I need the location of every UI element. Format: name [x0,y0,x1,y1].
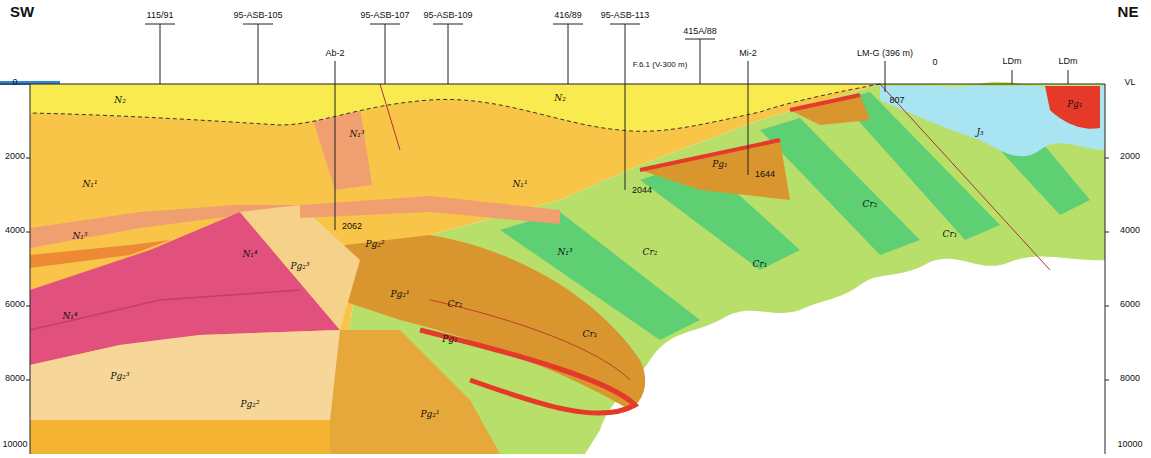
formation-label: N₁⁴ [242,250,257,260]
label: LDm [1058,57,1077,67]
formation-label: Pg₁ [1067,100,1082,110]
label: 4000 [5,226,25,236]
label: 4000 [1120,226,1140,236]
label: SW [10,4,34,21]
label: NE [1118,4,1139,21]
formation-label: Cr₁ [753,260,768,270]
formation-label: N₂ [114,96,125,106]
label: 95-ASB-105 [233,11,282,21]
label: 416/89 [554,11,582,21]
label: LDm [1002,57,1021,67]
label: 95-ASB-107 [360,11,409,21]
formation-label: Pg₂¹ [420,410,439,420]
formation-label: N₁¹ [512,180,527,190]
label: 10000 [2,440,27,450]
label: 2000 [5,152,25,162]
label: 115/91 [147,11,174,21]
formation-label: Cr₁ [943,230,958,240]
label: 807 [889,96,904,106]
label: 10000 [1117,440,1142,450]
label: F.6.1 (V-300 m) [633,61,688,70]
label: 2000 [1120,152,1140,162]
formation-label: Pg₂³ [110,372,129,382]
label: 95-ASB-113 [601,11,649,21]
formation-label: Cr₁ [583,330,598,340]
label: LM-G (396 m) [857,49,913,59]
formation-label: J₃ [976,128,983,138]
label: 1644 [755,170,775,180]
formation-label: Cr₂ [643,248,658,258]
label: 95-ASB-109 [423,11,472,21]
label: Ab-2 [325,49,344,59]
label: 6000 [1120,300,1140,310]
label: 6000 [5,300,25,310]
formation-label: Pg₂² [240,400,259,410]
formation-label: N₂ [554,94,565,104]
formation-label: Pg₁ [712,160,727,170]
label: 0 [932,58,937,68]
formation-label: Cr₂ [448,300,463,310]
formation-label: N₁⁴ [62,312,77,322]
label: VL [1124,78,1135,88]
formation-label: Pg₂² [365,240,384,250]
formation-label: Cr₂ [863,200,878,210]
label: 415A/88 [683,27,717,37]
label: 2044 [632,186,652,196]
formation-label: N₁³ [72,232,87,242]
formation-label: N₁³ [557,248,572,258]
formation-label: Pg₂³ [290,262,309,272]
formation-label: Pg₁ [442,335,457,345]
label: 8000 [1120,374,1140,384]
formation-label: N₁³ [349,130,364,140]
label: 0 [12,78,17,88]
formation-label: N₁¹ [82,180,97,190]
label: 2062 [342,222,362,232]
label: 8000 [5,374,25,384]
label: Mi-2 [739,49,757,59]
formation-label: Pg₂¹ [390,290,409,300]
